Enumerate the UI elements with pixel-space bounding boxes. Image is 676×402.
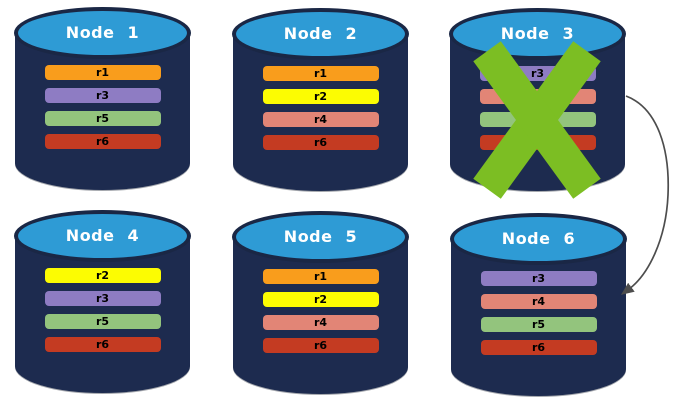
- node-3-title: Node 3: [500, 24, 575, 43]
- node-1-top-ellipse: [14, 7, 191, 59]
- replica-bar: r1: [262, 269, 379, 284]
- node-3-top-ellipse: [449, 8, 626, 60]
- failover-arrow-path: [620, 95, 670, 295]
- node-6-title: Node 6: [501, 229, 576, 248]
- replica-bar: r2: [262, 89, 379, 104]
- node-2-replica-list: r1 r2 r4 r6: [232, 66, 409, 158]
- replica-bar: r6: [44, 337, 161, 352]
- node-4-top-ellipse: [14, 210, 191, 262]
- replica-bar: r6: [480, 340, 597, 355]
- node-4-cylinder: Node 4 r2 r3 r5 r6: [14, 210, 191, 393]
- replica-bar: r4: [262, 315, 379, 330]
- node-1-replica-list: r1 r3 r5 r6: [14, 65, 191, 157]
- replica-bar: r3: [44, 291, 161, 306]
- replica-bar: r1: [44, 65, 161, 80]
- node-4-replica-list: r2 r3 r5 r6: [14, 268, 191, 360]
- replica-bar: r6: [262, 338, 379, 353]
- node-6-replica-list: r3 r4 r5 r6: [450, 271, 627, 363]
- node-5-top-ellipse: [232, 211, 409, 263]
- replica-bar: r4: [480, 294, 597, 309]
- node-3-cylinder: Node 3 r3 r4 r5 r6: [449, 8, 626, 199]
- replica-bar: r5: [44, 314, 161, 329]
- replica-bar: r6: [44, 134, 161, 149]
- node-4-title: Node 4: [65, 226, 140, 245]
- node-6-top-ellipse: [450, 213, 627, 265]
- replica-bar: r5: [480, 317, 597, 332]
- node-2-title: Node 2: [283, 24, 358, 43]
- node-2-cylinder: Node 2 r1 r2 r4 r6: [232, 8, 409, 191]
- replica-bar: r3: [44, 88, 161, 103]
- node-6-cylinder: Node 6 r3 r4 r5 r6: [450, 213, 627, 396]
- replica-bar: r6: [262, 135, 379, 150]
- node-5-cylinder: Node 5 r1 r2 r4 r6: [232, 211, 409, 394]
- node-1-title: Node 1: [65, 23, 140, 42]
- replica-bar: r2: [262, 292, 379, 307]
- node-5-replica-list: r1 r2 r4 r6: [232, 269, 409, 361]
- replica-bar: r5: [44, 111, 161, 126]
- replica-bar: r4: [262, 112, 379, 127]
- node-1-cylinder: Node 1 r1 r3 r5 r6: [14, 7, 191, 190]
- replica-bar: r1: [262, 66, 379, 81]
- node-2-top-ellipse: [232, 8, 409, 60]
- replica-bar: r2: [44, 268, 161, 283]
- replica-bar: r3: [480, 271, 597, 286]
- failure-x-mark: [473, 40, 601, 199]
- node-5-title: Node 5: [283, 227, 358, 246]
